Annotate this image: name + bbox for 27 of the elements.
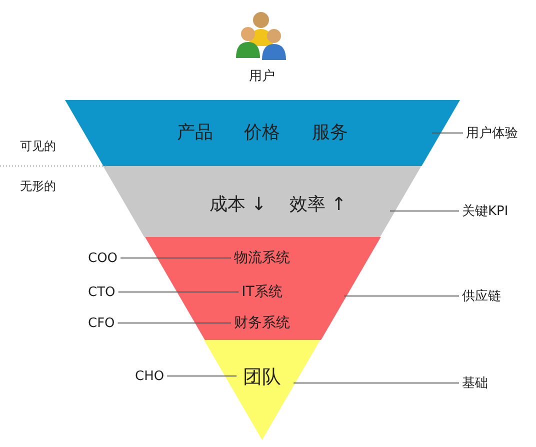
- pyramid-layer: [204, 340, 321, 440]
- layer-text: IT系统: [242, 285, 282, 299]
- side-label: 供应链: [462, 290, 501, 302]
- side-label: 用户体验: [466, 126, 518, 140]
- side-label: 基础: [462, 376, 488, 390]
- layer-text: 财务系统: [234, 316, 290, 330]
- leader-line: [117, 322, 232, 324]
- side-label: 关键KPI: [462, 204, 508, 218]
- text-label: 用户: [249, 70, 275, 82]
- side-label: CTO: [88, 286, 116, 298]
- layer-text: 服务: [312, 124, 348, 142]
- layer-text: 效率 ↑: [290, 196, 346, 214]
- layer-text: 成本 ↓: [210, 196, 266, 214]
- pyramid-layer: [103, 166, 422, 237]
- layer-text: 团队: [242, 368, 281, 386]
- layer-text: 物流系统: [234, 251, 290, 265]
- side-label: CHO: [135, 370, 164, 382]
- side-label: COO: [88, 252, 118, 264]
- side-label: CFO: [88, 316, 115, 330]
- leader-line: [390, 210, 460, 212]
- text-label: 无形的: [20, 180, 56, 192]
- pyramid-layer: [144, 237, 380, 340]
- leader-line: [432, 132, 464, 134]
- layer-text: 价格: [244, 124, 280, 142]
- pyramid-layer: [65, 100, 460, 166]
- layer-text: 产品: [177, 124, 213, 142]
- leader-line: [293, 382, 460, 384]
